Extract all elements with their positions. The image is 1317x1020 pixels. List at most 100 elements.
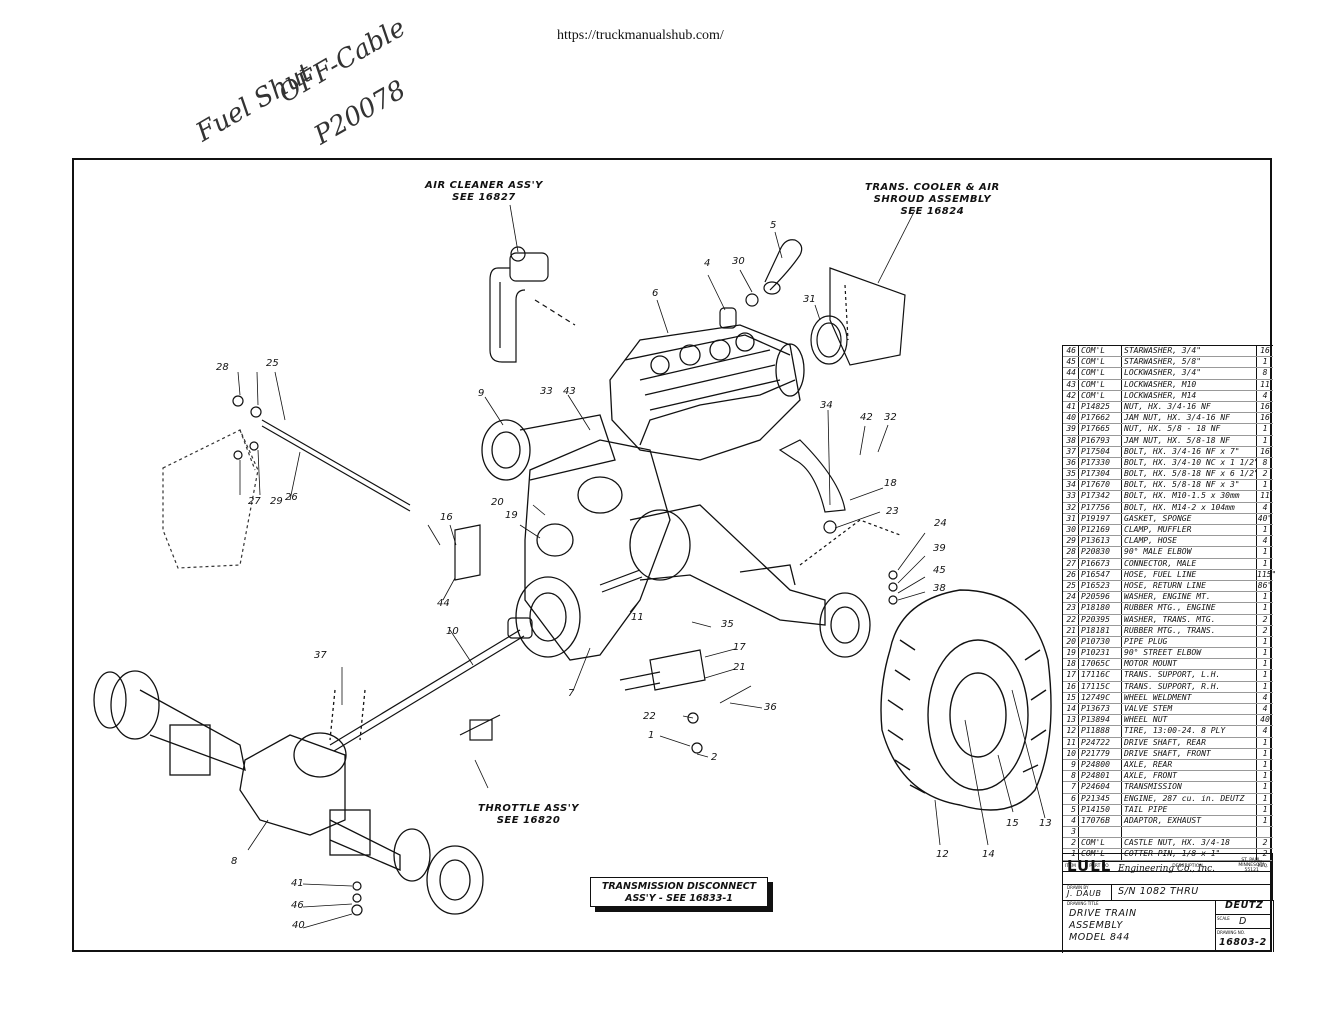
parts-quantity: 1 <box>1262 424 1268 434</box>
parts-description: BOLT, HX. 5/8-18 NF x 3" <box>1122 480 1257 491</box>
parts-quantity: 1 <box>1262 748 1268 758</box>
parts-part-number: P18180 <box>1079 603 1122 614</box>
parts-item-number: 30 <box>1063 525 1079 536</box>
parts-item-number: 27 <box>1063 558 1079 569</box>
parts-quantity: 2 <box>1262 625 1268 635</box>
throttle-callout-text: THROTTLE ASS'Y SEE 16820 <box>478 803 580 826</box>
tire <box>880 589 1052 811</box>
parts-header-desc: DESCRIPTION <box>1172 863 1203 869</box>
throttle-callout: THROTTLE ASS'Y SEE 16820 <box>478 803 579 827</box>
parts-quantity: 2 <box>1262 469 1268 479</box>
parts-part-number: P18181 <box>1079 625 1122 636</box>
parts-quantity: 4 <box>1262 502 1268 512</box>
item-number: 37 <box>314 650 327 661</box>
parts-quantity: 1 <box>1262 815 1268 825</box>
drawing-title-label: DRAWING TITLE <box>1067 901 1099 906</box>
parts-quantity: 40" <box>1257 513 1273 523</box>
parts-description: NUT, HX. 3/4-16 NF <box>1122 401 1257 413</box>
parts-part-number: P16673 <box>1079 558 1122 569</box>
air-cleaner-callout-text: AIR CLEANER ASS'Y SEE 16827 <box>425 180 543 203</box>
parts-quantity: 1 <box>1262 681 1268 691</box>
parts-description: PIPE PLUG <box>1122 636 1257 648</box>
item-number: 45 <box>933 565 946 576</box>
parts-description: LOCKWASHER, 3/4" <box>1122 368 1257 379</box>
parts-description: BOLT, HX. M10-1.5 x 30mm <box>1122 491 1257 502</box>
parts-quantity: 1 <box>1262 793 1268 803</box>
parts-item-number: 28 <box>1063 547 1079 558</box>
parts-description: STARWASHER, 5/8" <box>1122 357 1257 368</box>
item-number: 5 <box>770 220 777 231</box>
parts-quantity: 1 <box>1262 435 1268 445</box>
parts-item-number: 36 <box>1063 457 1079 469</box>
rear-axle <box>481 414 871 658</box>
parts-description: CASTLE NUT, HX. 3/4-18 <box>1122 838 1257 849</box>
parts-item-number: 34 <box>1063 480 1079 491</box>
parts-quantity: 1 <box>1262 558 1268 568</box>
item-number: 8 <box>231 856 238 867</box>
divider <box>1215 928 1272 929</box>
item-number: 12 <box>936 849 949 860</box>
fuel-lines <box>232 395 411 512</box>
parts-quantity: 1 <box>1262 659 1268 669</box>
parts-item-number: 46 <box>1063 346 1079 357</box>
parts-quantity: 4 <box>1262 390 1268 400</box>
parts-item-number: 38 <box>1063 435 1079 446</box>
trans-cooler-callout: TRANS. COOLER & AIR SHROUD ASSEMBLY SEE … <box>865 182 1000 218</box>
item-number: 4 <box>704 258 711 269</box>
parts-part-number: P20830 <box>1079 547 1122 558</box>
parts-description: HOSE, RETURN LINE <box>1122 580 1257 592</box>
parts-part-number: P17670 <box>1079 480 1122 491</box>
source-url[interactable]: https://truckmanualshub.com/ <box>557 28 724 43</box>
parts-description: BOLT, HX. 5/8-18 NF x 6 1/2" <box>1124 469 1257 480</box>
item-number: 33 <box>540 386 553 397</box>
parts-quantity: 11 <box>1260 379 1270 389</box>
fuel-tank <box>162 429 259 569</box>
parts-description: TRANSMISSION <box>1122 782 1257 793</box>
company-logo: LULL <box>1067 857 1112 875</box>
parts-item-number: 43 <box>1063 379 1079 390</box>
parts-description: VALVE STEM <box>1122 704 1257 715</box>
parts-item-number: 25 <box>1063 580 1079 592</box>
parts-quantity: 2 <box>1262 614 1268 624</box>
engine <box>609 324 805 461</box>
parts-description: GASKET, SPONGE <box>1122 513 1257 524</box>
parts-quantity: 1 <box>1262 648 1268 658</box>
parts-description: TRANS. SUPPORT, R.H. <box>1122 681 1257 692</box>
parts-description: BOLT, HX. M14-2 x 104mm <box>1122 502 1257 513</box>
parts-quantity: 40 <box>1260 715 1270 725</box>
parts-part-number: P24722 <box>1079 737 1122 748</box>
parts-quantity: 1 <box>1262 804 1268 814</box>
parts-quantity: 86" <box>1257 580 1273 590</box>
parts-item-number: 39 <box>1063 424 1079 435</box>
parts-description: DRIVE SHAFT, REAR <box>1122 737 1257 748</box>
parts-quantity: 1 <box>1262 357 1268 367</box>
transmission-disconnect-callout: TRANSMISSION DISCONNECT ASS'Y - SEE 1683… <box>590 877 768 907</box>
drawn-by-value: J. DAUB <box>1067 889 1102 898</box>
parts-description: MOTOR MOUNT <box>1122 659 1257 670</box>
item-number: 22 <box>643 711 656 722</box>
parts-part-number: 17065C <box>1079 659 1122 670</box>
parts-description <box>1122 827 1257 838</box>
